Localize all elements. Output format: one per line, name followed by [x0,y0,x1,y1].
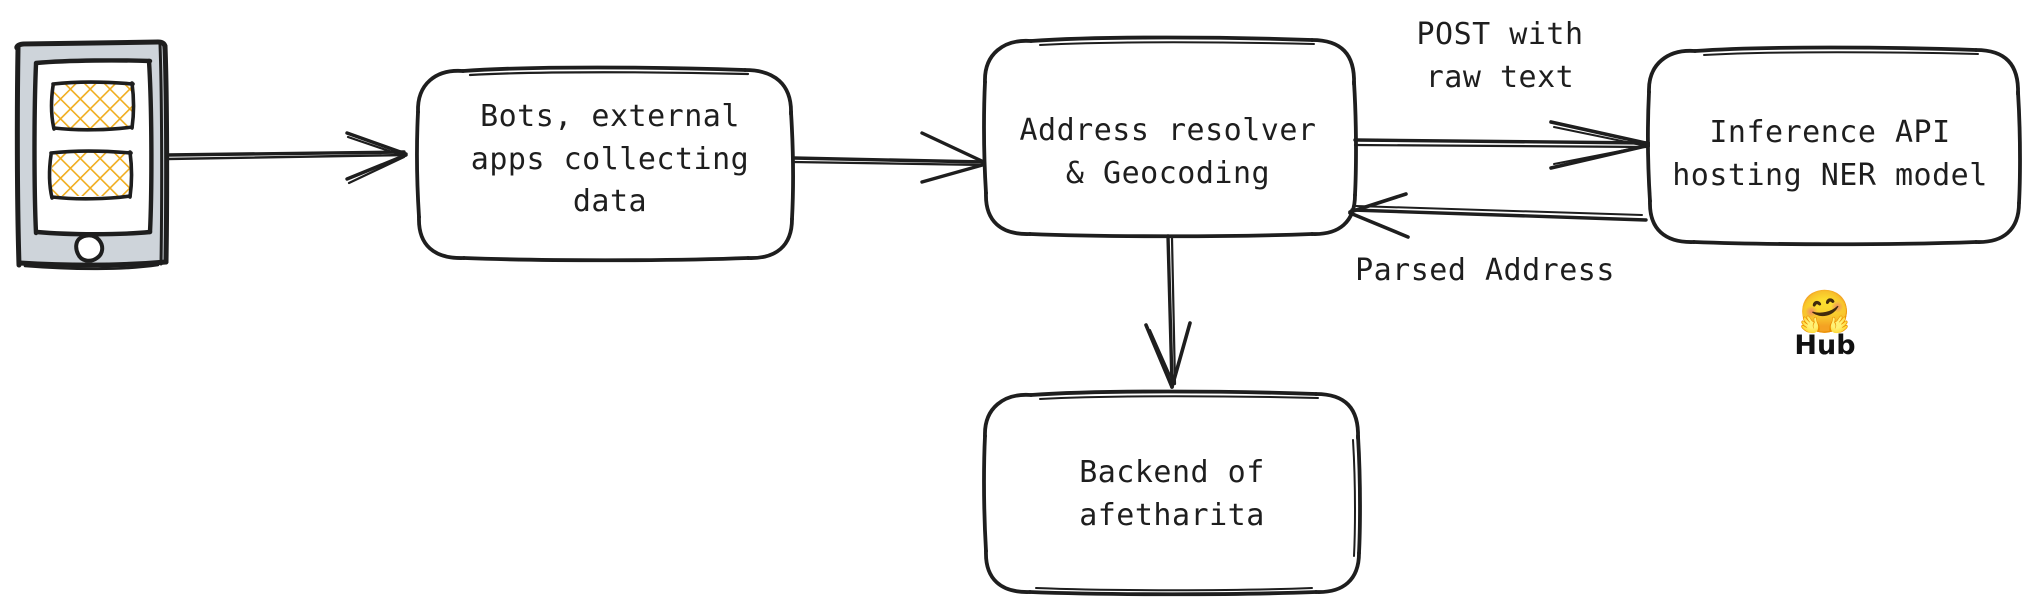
huggingface-hub-badge: 🤗 Hub [1765,287,1885,362]
edge-label-post-with-raw-text: POST with raw text [1416,17,1584,95]
node-resolver-box[interactable] [982,35,1358,239]
node-inference-box[interactable] [1646,45,2022,247]
mobile-phone-icon [14,39,170,271]
edge-label-parsed-address: Parsed Address [1355,253,1615,288]
edge-resolver-to-backend [1144,234,1192,389]
edge-collector-to-resolver [791,131,988,184]
edge-inference-to-resolver [1348,192,1648,239]
edge-resolver-to-inference [1353,120,1652,170]
hub-label: Hub [1794,330,1856,361]
phone-home-button-icon [74,233,105,263]
edge-device-to-collector [165,131,408,185]
phone-content-block-2 [47,149,134,201]
node-backend-box[interactable] [982,389,1362,597]
hugging-face-icon: 🤗 [1798,287,1852,336]
node-collector-box[interactable] [415,65,795,263]
phone-content-block-1 [49,80,136,132]
